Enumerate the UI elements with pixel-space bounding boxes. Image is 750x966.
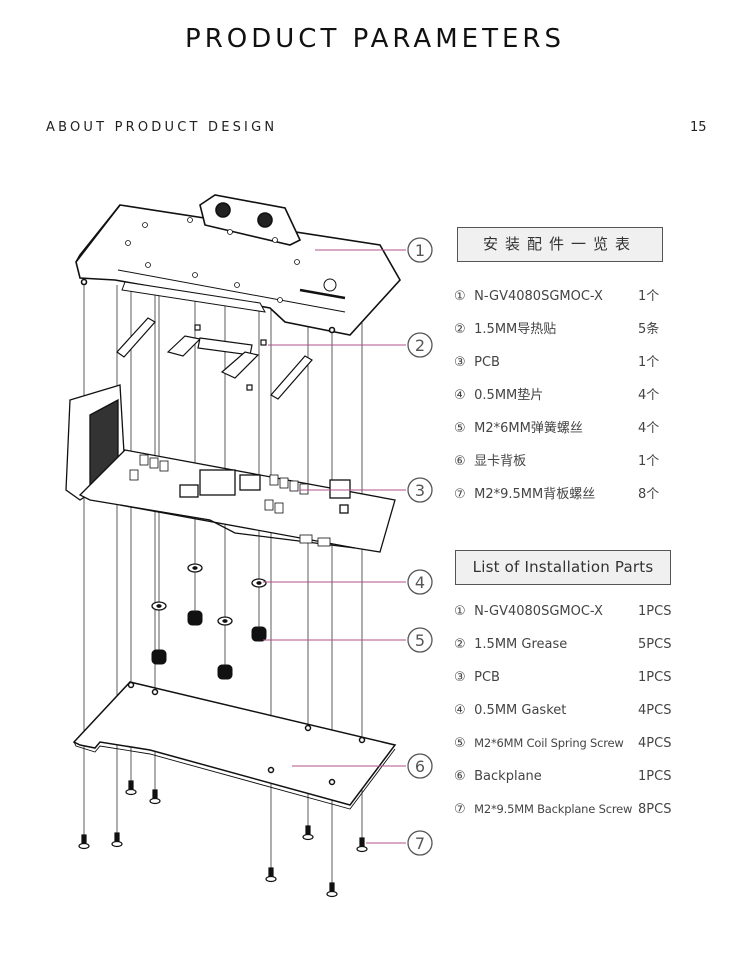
- page-number: 15: [690, 120, 707, 135]
- page-title: PRODUCT PARAMETERS: [185, 24, 565, 54]
- backplane-screws-illustration: [78, 780, 368, 898]
- callout-7: [407, 830, 433, 856]
- callout-5-number: 5: [415, 631, 425, 650]
- callout-4: [407, 569, 433, 595]
- callout-6-number: 6: [415, 757, 425, 776]
- callout-2-number: 2: [415, 336, 425, 355]
- water-block-illustration: [75, 194, 401, 336]
- callout-7-number: 7: [415, 834, 425, 853]
- callout-2: [407, 332, 433, 358]
- callout-3-number: 3: [415, 481, 425, 500]
- parts-list-en-header: List of Installation Parts: [455, 550, 671, 585]
- callout-1: [407, 237, 433, 263]
- callout-3: [407, 477, 433, 503]
- callout-6: [407, 753, 433, 779]
- thermal-pads-illustration: [116, 317, 313, 400]
- callout-leaders: [263, 249, 406, 844]
- callout-1-number: 1: [415, 241, 425, 260]
- page-subtitle: ABOUT PRODUCT DESIGN: [46, 120, 278, 135]
- callout-5: [407, 627, 433, 653]
- callout-circles: [407, 237, 433, 856]
- callout-4-number: 4: [415, 573, 425, 592]
- gaskets-illustration: [151, 563, 267, 626]
- backplane-illustration: [72, 681, 397, 810]
- pcb-illustration: [65, 384, 396, 553]
- spring-screws-illustration: [151, 610, 267, 680]
- parts-list-cn-header: 安装配件一览表: [457, 227, 663, 262]
